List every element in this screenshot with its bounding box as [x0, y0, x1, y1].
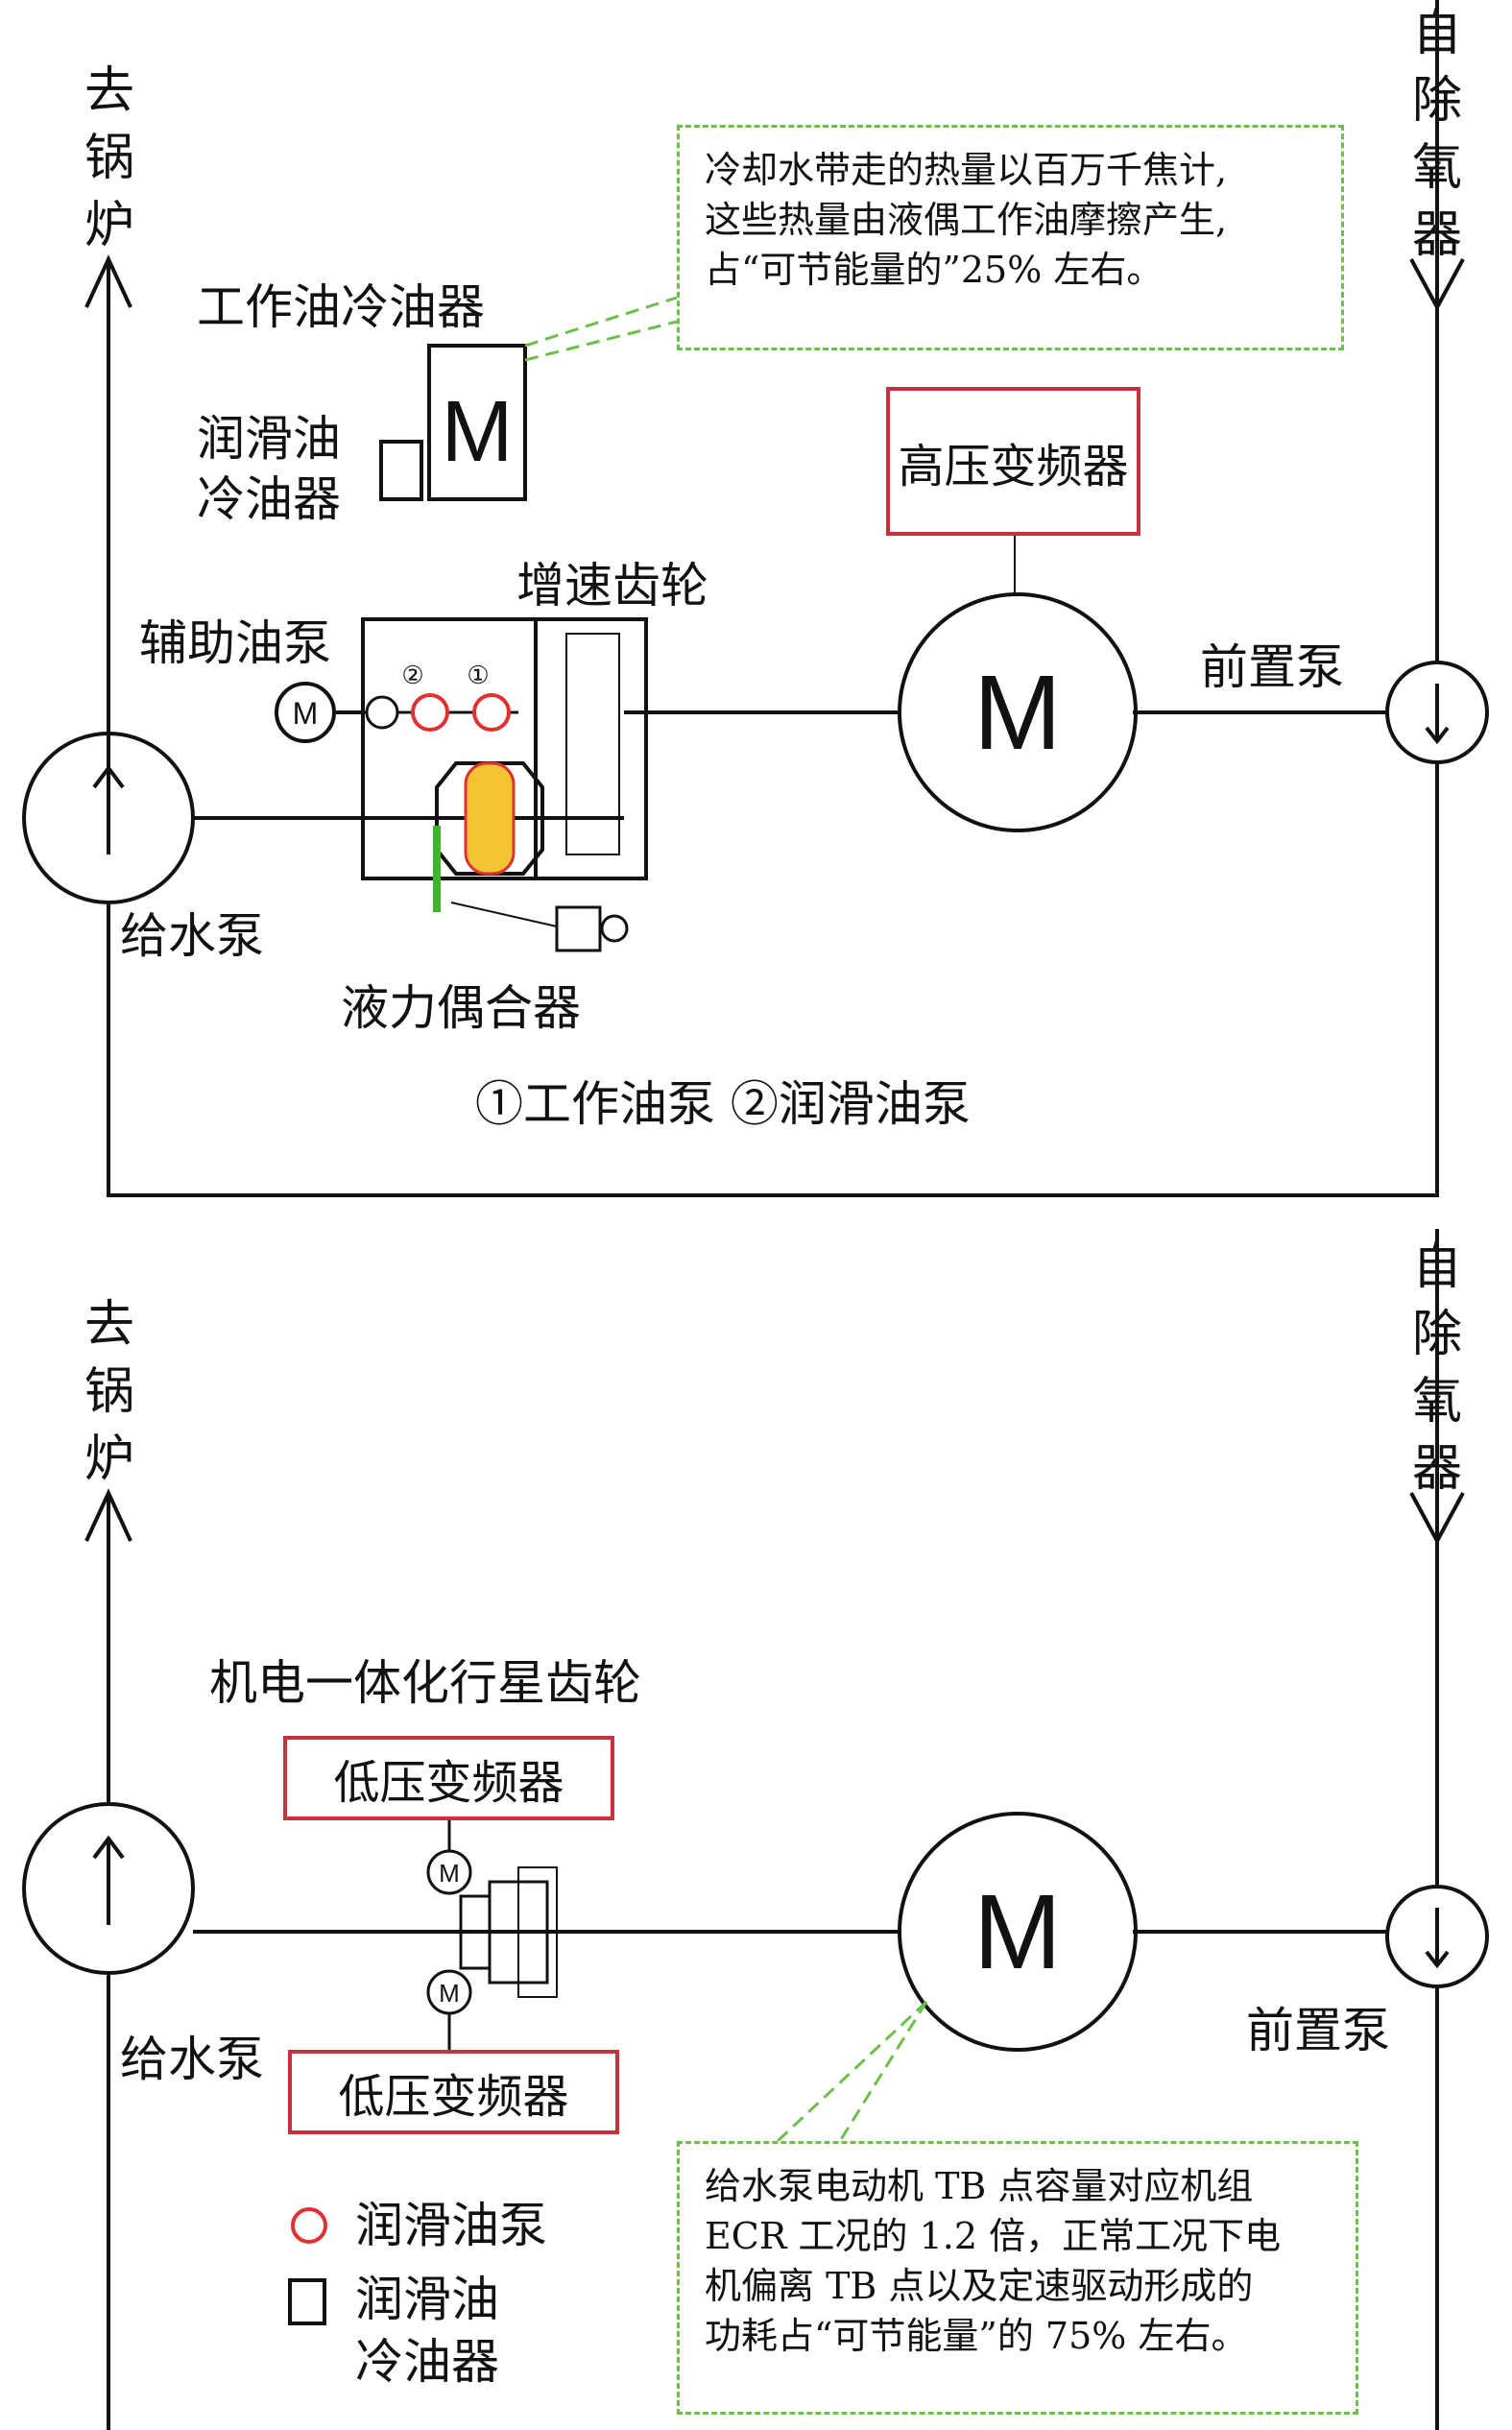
top-boiler-label: 去锅炉 — [84, 62, 134, 254]
circle-label-1: ① — [467, 661, 489, 689]
top-lv-motor-letter: M — [439, 1859, 460, 1888]
lube-oil-pump — [411, 693, 449, 732]
hv-inverter: 高压变频器 — [886, 387, 1140, 536]
bottom-note-line: 给水泵电动机 TB 点容量对应机组 — [705, 2165, 1254, 2207]
bottom-note-line: ECR 工况的 1.2 倍，正常工况下电 — [705, 2215, 1282, 2257]
legend-cooler-icon — [288, 2278, 326, 2325]
lv-inverter-top: 低压变频器 — [283, 1736, 614, 1820]
top-main-motor-letter: M — [973, 654, 1062, 772]
top-deaerator-label: 自除氧器 — [1411, 5, 1462, 264]
bottom-booster-pump — [1385, 1885, 1489, 1988]
top-aux-motor-letter: M — [293, 696, 319, 731]
bottom-booster-pump-label: 前置泵 — [1246, 2003, 1390, 2058]
legend-cooler-label-2: 冷油器 — [355, 2334, 499, 2390]
aux-oil-pump-label: 辅助油泵 — [139, 615, 331, 671]
bottom-boiler-label: 去锅炉 — [84, 1296, 134, 1488]
fluid-coupling — [435, 761, 544, 876]
bottom-note: 给水泵电动机 TB 点容量对应机组 ECR 工况的 1.2 倍，正常工况下电 机… — [677, 2141, 1358, 2415]
bottom-deaerator-label: 自除氧器 — [1411, 1239, 1462, 1498]
top-note: 冷却水带走的热量以百万千焦计, 这些热量由液偶工作油摩擦产生, 占“可节能量的”… — [677, 125, 1344, 350]
lube-oil-cooler-label-2: 冷油器 — [197, 471, 341, 527]
top-boiler-arrow — [84, 254, 132, 308]
bottom-note-line: 功耗占“可节能量”的 75% 左右。 — [705, 2315, 1248, 2357]
top-main-motor — [898, 592, 1138, 832]
bottom-main-motor-letter: M — [973, 1873, 1062, 1991]
top-note-line: 冷却水带走的热量以百万千焦计, — [705, 149, 1228, 191]
bottom-feedwater-pump-label: 给水泵 — [120, 2032, 264, 2087]
fluid-coupling-label: 液力偶合器 — [341, 980, 581, 1036]
planetary-gear-label: 机电一体化行星齿轮 — [209, 1655, 641, 1711]
work-oil-cooler-label: 工作油冷油器 — [197, 279, 485, 335]
lube-oil-cooler — [379, 440, 423, 501]
bottom-lv-motor-letter: M — [439, 1979, 460, 2008]
pump-legend: ①工作油泵 ②润滑油泵 — [475, 1076, 971, 1132]
lv-inverter-bottom: 低压变频器 — [288, 2050, 619, 2134]
bottom-main-motor — [898, 1812, 1138, 2052]
bottom-boiler-arrow — [84, 1488, 132, 1542]
legend-lube-pump-label: 润滑油泵 — [355, 2198, 547, 2253]
top-deaerator-arrow — [1409, 258, 1465, 312]
top-note-line: 这些热量由液偶工作油摩擦产生, — [705, 199, 1228, 241]
work-oil-cooler-letter: M — [442, 384, 514, 480]
speedup-gear-label: 增速齿轮 — [516, 558, 708, 614]
work-oil-pump — [472, 693, 511, 732]
top-note-line: 占“可节能量的”25% 左右。 — [705, 249, 1164, 291]
legend-lube-pump-icon — [291, 2207, 327, 2244]
lube-oil-cooler-label-1: 润滑油 — [197, 411, 341, 467]
bottom-note-line: 机偏离 TB 点以及定速驱动形成的 — [705, 2265, 1254, 2307]
speedup-gearbox — [534, 617, 648, 880]
top-booster-pump-label: 前置泵 — [1200, 639, 1344, 695]
top-feedwater-pump-label: 给水泵 — [120, 908, 264, 964]
scoop-actuator — [555, 905, 602, 952]
coupling-runner — [464, 761, 516, 876]
top-return-pipe — [107, 763, 1439, 1197]
bottom-deaerator-arrow — [1409, 1492, 1465, 1546]
aux-pump — [365, 695, 399, 730]
work-oil-cooler — [427, 344, 527, 501]
legend-cooler-label-1: 润滑油 — [355, 2272, 499, 2327]
circle-label-2: ② — [401, 661, 423, 689]
